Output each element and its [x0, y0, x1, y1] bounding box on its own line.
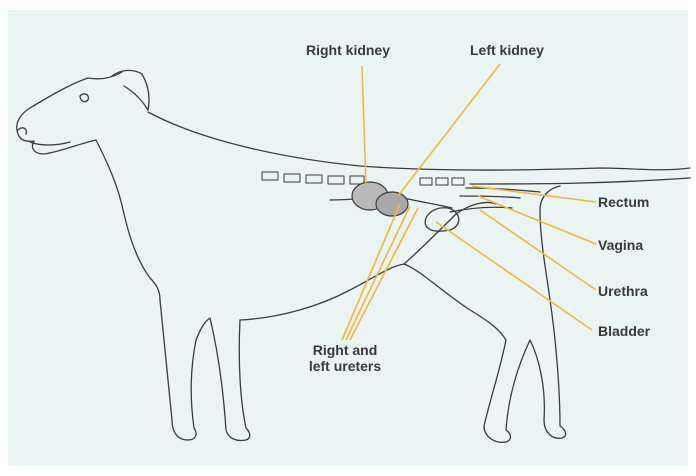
dog-nose: [18, 128, 26, 134]
label-right-kidney: Right kidney: [306, 42, 390, 58]
leader-bladder: [436, 222, 592, 330]
left-kidney-shape: [376, 192, 408, 216]
leader-ureter-2: [346, 206, 410, 340]
label-rectum: Rectum: [598, 194, 649, 210]
dog-front-leg-outline: [160, 300, 250, 441]
leader-right-kidney: [362, 66, 366, 186]
label-urethra: Urethra: [598, 283, 648, 299]
leader-left-kidney: [398, 64, 500, 196]
dog-ear-outline: [112, 70, 149, 110]
label-vagina: Vagina: [598, 237, 643, 253]
leader-urethra: [480, 210, 596, 290]
label-ureters-line2: left ureters: [290, 358, 400, 374]
label-bladder: Bladder: [598, 323, 650, 339]
dog-hind-leg-outline: [484, 186, 566, 442]
kidneys: [352, 182, 408, 216]
label-ureters: Right and left ureters: [290, 342, 400, 374]
leader-ureter-3: [350, 208, 418, 340]
dog-head-outline: [17, 72, 160, 300]
dog-back-outline: [148, 112, 690, 170]
label-left-kidney: Left kidney: [470, 42, 544, 58]
dog-belly-outline: [240, 264, 506, 340]
dog-eye: [80, 94, 88, 102]
leader-rectum: [472, 186, 596, 202]
vagina-tube: [460, 196, 520, 198]
ureter-tubes: [404, 198, 452, 208]
dog-mouth: [30, 142, 70, 145]
dog-tail-outline: [470, 178, 690, 184]
leader-ureter-1: [342, 204, 400, 340]
label-ureters-line1: Right and: [290, 342, 400, 358]
